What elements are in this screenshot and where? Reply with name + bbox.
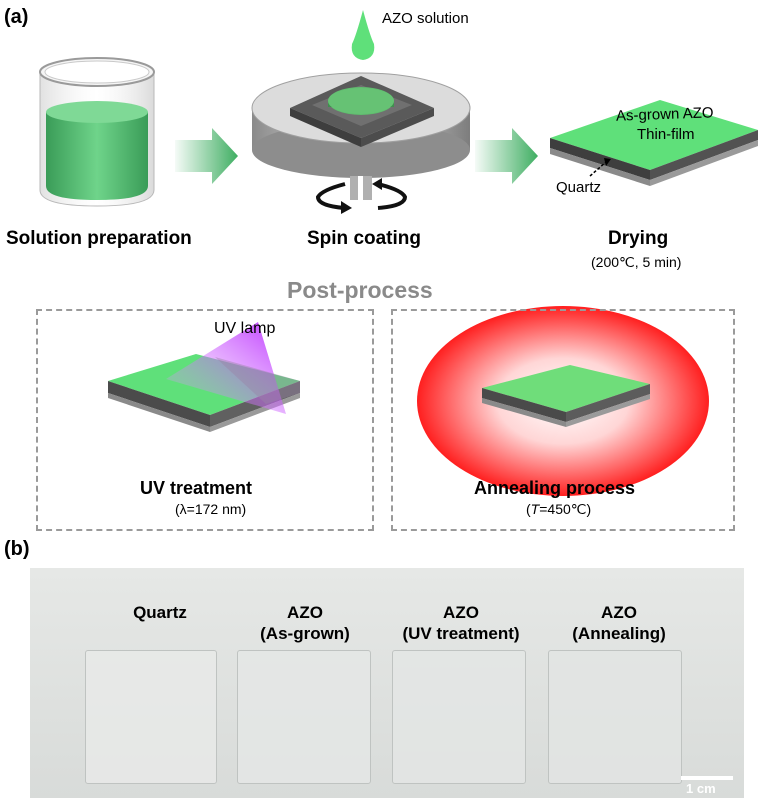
drop-label: AZO solution <box>382 10 469 27</box>
sample-label-annealing: AZO(Annealing) <box>544 602 694 644</box>
uv-treatment-title: UV treatment <box>140 478 252 499</box>
sample-label-uv: AZO(UV treatment) <box>386 602 536 644</box>
sample-uv-treatment <box>392 650 526 784</box>
sample-as-grown <box>237 650 371 784</box>
post-process-title: Post-process <box>287 277 433 304</box>
spin-coater-icon <box>252 73 470 214</box>
step-solution-preparation: Solution preparation <box>6 228 192 250</box>
sample-annealing <box>548 650 682 784</box>
annealing-title: Annealing process <box>474 478 635 499</box>
scale-bar-label: 1 cm <box>686 781 716 796</box>
arrow-icon <box>175 128 238 184</box>
step-drying: Drying <box>608 228 668 250</box>
step-spin-coating: Spin coating <box>307 228 421 250</box>
arrow-icon <box>475 128 538 184</box>
film-label-line1: As-grown AZO <box>616 104 714 124</box>
drop-icon <box>352 10 375 60</box>
scale-bar <box>681 776 733 780</box>
panel-b-label: (b) <box>4 538 30 561</box>
annealing-condition: (T=450℃) <box>526 501 591 518</box>
beaker-icon <box>40 58 154 206</box>
uv-lamp-label: UV lamp <box>214 320 275 338</box>
film-label-line2: Thin-film <box>637 126 695 143</box>
substrate-label: Quartz <box>556 179 601 196</box>
sample-quartz <box>85 650 217 784</box>
sample-label-as-grown: AZO(As-grown) <box>230 602 380 644</box>
drying-condition: (200℃, 5 min) <box>591 254 681 271</box>
sample-label-quartz: Quartz <box>100 602 220 623</box>
uv-condition: (λ=172 nm) <box>175 501 246 517</box>
sample-photo: Quartz AZO(As-grown) AZO(UV treatment) A… <box>30 568 744 798</box>
